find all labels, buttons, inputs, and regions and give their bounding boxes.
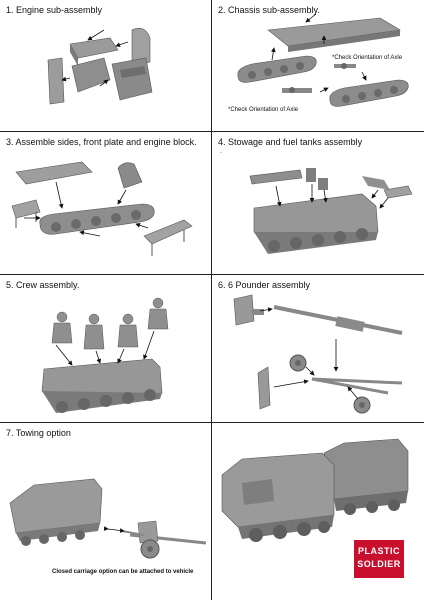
step-7-panel: 7. Towing option Closed carriage option … xyxy=(0,423,211,600)
step-3-title: 3. Assemble sides, front plate and engin… xyxy=(6,137,197,147)
step-3-panel: 3. Assemble sides, front plate and engin… xyxy=(0,132,211,274)
step-1-panel: 1. Engine sub-assembly xyxy=(0,0,211,131)
step-5-title: 5. Crew assembly. xyxy=(6,280,80,290)
chassis-parts-illustration xyxy=(237,13,409,107)
logo-line-1: PLASTIC xyxy=(357,546,400,556)
step-5-panel: 5. Crew assembly. xyxy=(0,275,211,422)
row-divider-3 xyxy=(0,422,424,423)
step-2-panel: 2. Chassis sub-assembly. *Check Orientat… xyxy=(212,0,424,131)
towing-option-illustration xyxy=(9,478,207,559)
stowage-assembly-illustration xyxy=(249,168,413,254)
finished-carriers-photo xyxy=(221,438,409,542)
six-pounder-assembly-illustration xyxy=(233,294,403,414)
step-1-title: 1. Engine sub-assembly xyxy=(6,5,103,15)
crew-assembly-illustration xyxy=(41,297,169,413)
logo-background xyxy=(354,540,404,578)
finished-models-panel xyxy=(212,423,424,600)
logo-line-2: SOLDIER xyxy=(357,559,401,569)
step-4-dot: . xyxy=(220,149,222,155)
towing-caption: Closed carriage option can be attached t… xyxy=(52,569,194,575)
step-4-panel: 4. Stowage and fuel tanks assembly . xyxy=(212,132,424,274)
step-2-title: 2. Chassis sub-assembly. xyxy=(218,5,320,15)
plastic-soldier-logo: PLASTIC SOLDIER xyxy=(354,540,404,578)
hull-assembly-illustration xyxy=(11,161,193,256)
row-divider-1 xyxy=(0,131,424,132)
engine-parts-illustration xyxy=(47,27,153,105)
step-6-panel: 6. 6 Pounder assembly xyxy=(212,275,424,422)
step-4-title: 4. Stowage and fuel tanks assembly xyxy=(218,137,363,147)
axle-note-1: *Check Orientation of Axle xyxy=(332,55,403,61)
step-6-title: 6. 6 Pounder assembly xyxy=(218,280,311,290)
column-divider xyxy=(211,0,212,600)
axle-note-2: *Check Orientation of Axle xyxy=(228,107,299,113)
step-7-title: 7. Towing option xyxy=(6,428,71,438)
row-divider-2 xyxy=(0,274,424,275)
